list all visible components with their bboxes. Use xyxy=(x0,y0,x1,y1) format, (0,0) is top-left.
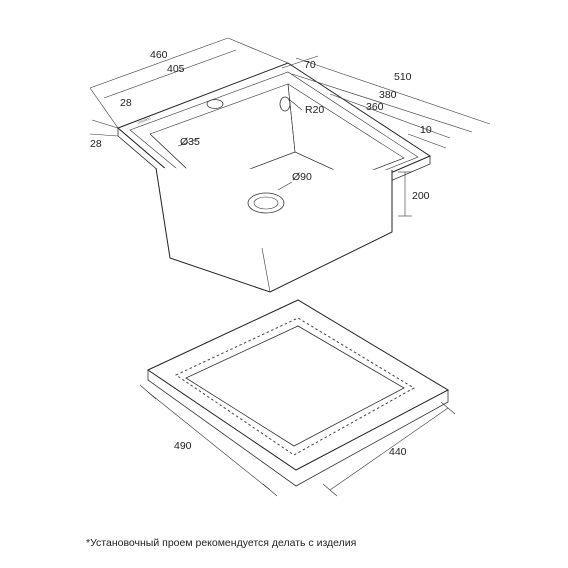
dim-tick-490-end xyxy=(262,483,278,497)
dim-line-28-side xyxy=(89,133,119,137)
sink-dimension-lines: 460 405 70 510 380 R20 360 10 28 28 Ø35 … xyxy=(89,37,491,217)
label-490: 490 xyxy=(174,440,192,452)
label-510: 510 xyxy=(394,71,412,83)
brand-mark: omoikiri xyxy=(137,115,152,124)
ext-line-left xyxy=(89,87,119,129)
dim-line-360 xyxy=(329,93,451,139)
label-440: 440 xyxy=(389,446,407,458)
label-405: 405 xyxy=(167,63,185,75)
cutout-opening-inner-edge xyxy=(185,325,405,447)
sink-body-corner xyxy=(261,247,271,293)
cutout-opening-dashed xyxy=(174,317,415,456)
faucet-hole xyxy=(206,99,224,109)
dim-line-440 xyxy=(329,407,449,491)
cutout-drawing xyxy=(146,299,450,487)
label-28-top: 28 xyxy=(120,97,132,109)
label-360: 360 xyxy=(366,101,384,113)
ext-line-top xyxy=(227,37,289,64)
dim-line-10 xyxy=(407,133,447,149)
dim-tick-440-start xyxy=(322,483,338,497)
label-380: 380 xyxy=(379,89,397,101)
drain-inner xyxy=(253,196,279,210)
dim-line-70 xyxy=(281,55,319,69)
label-r20: R20 xyxy=(305,104,324,116)
dim-line-28-top xyxy=(91,119,119,129)
cutout-frame-thickness xyxy=(147,370,449,487)
label-200: 200 xyxy=(412,190,430,202)
leader-d90 xyxy=(277,181,293,191)
dim-line-490 xyxy=(147,391,271,491)
dim-line-380 xyxy=(291,73,473,133)
dim-line-510 xyxy=(295,57,491,125)
leader-d35 xyxy=(177,137,201,147)
dim-line-460 xyxy=(89,37,229,89)
label-d35: Ø35 xyxy=(180,136,200,148)
sink-drawing: omoikiri xyxy=(117,62,432,293)
drain-hole xyxy=(247,192,285,214)
dim-tick-490-start xyxy=(139,384,157,400)
label-28-side: 28 xyxy=(90,138,102,150)
dim-line-405 xyxy=(103,49,237,99)
label-10: 10 xyxy=(420,124,432,136)
label-70: 70 xyxy=(304,59,316,71)
label-460: 460 xyxy=(150,49,168,61)
overflow-hole xyxy=(279,96,291,112)
dim-tick-440-end xyxy=(440,401,456,415)
cutout-frame-outer xyxy=(146,299,450,471)
label-d90: Ø90 xyxy=(292,171,312,183)
footnote-text: *Установочный проем рекомендуется делать… xyxy=(86,537,357,549)
sink-body-outer xyxy=(155,167,393,293)
leader-r20 xyxy=(289,99,303,111)
cutout-dimension-lines: 490 440 xyxy=(139,384,456,497)
